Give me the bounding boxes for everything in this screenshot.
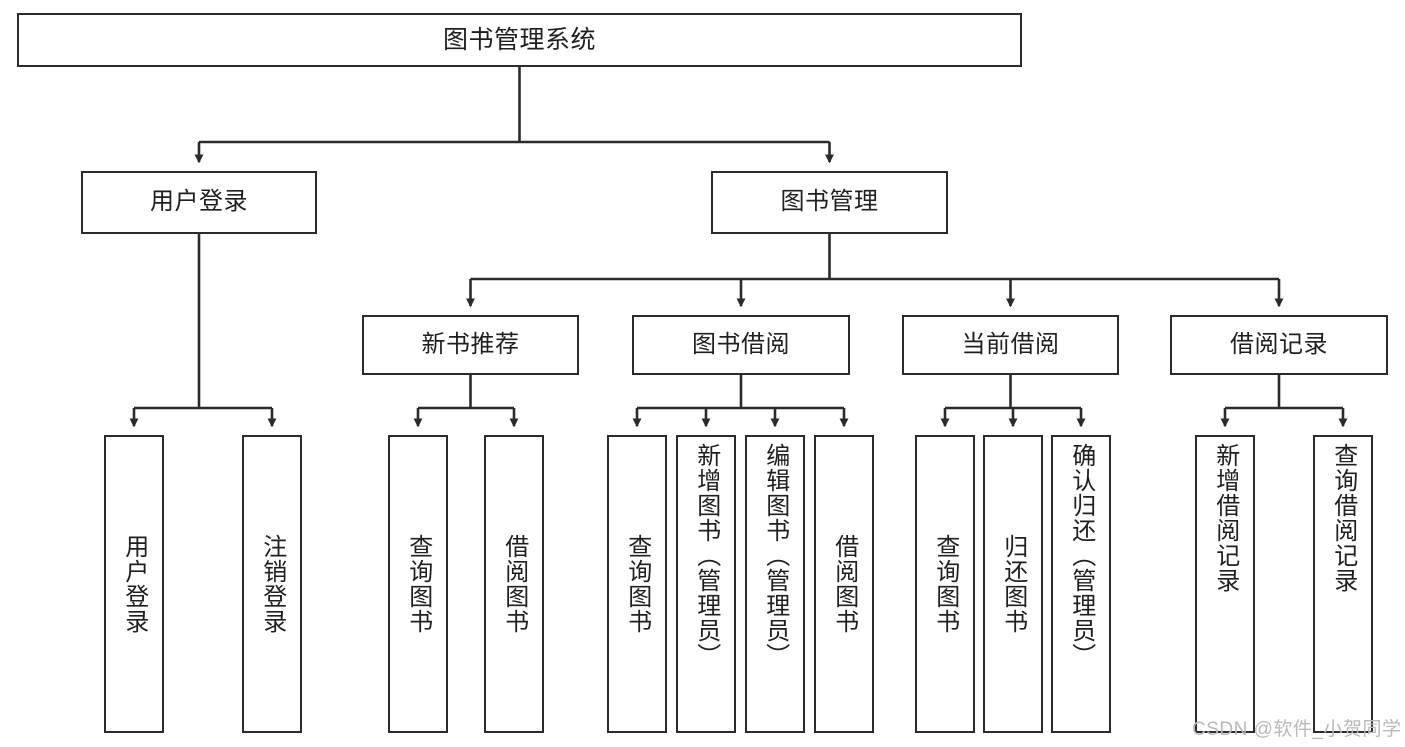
node-leaf-current-return-book[interactable]: 归还图书 — [983, 435, 1043, 733]
node-leaf-record-add[interactable]: 新增借阅记录 — [1195, 435, 1255, 733]
node-label: 用户登录 — [120, 534, 148, 634]
node-root-system[interactable]: 图书管理系统 — [17, 13, 1022, 67]
node-label: 借阅记录 — [1230, 330, 1328, 358]
node-label: 查询借阅记录 — [1329, 443, 1357, 593]
node-label: 当前借阅 — [961, 330, 1060, 358]
node-leaf-borrow-add-book[interactable]: 新增图书（管理员） — [676, 435, 736, 733]
node-leaf-current-confirm-return[interactable]: 确认归还（管理员） — [1051, 435, 1111, 733]
node-label: 图书管理系统 — [442, 26, 596, 54]
node-label: 图书借阅 — [692, 330, 790, 358]
node-borrow-record[interactable]: 借阅记录 — [1170, 315, 1388, 375]
node-leaf-user-login[interactable]: 用户登录 — [104, 435, 164, 733]
node-label: 注销登录 — [258, 534, 286, 634]
node-label: 确认归还（管理员） — [1067, 443, 1095, 668]
node-leaf-record-query[interactable]: 查询借阅记录 — [1313, 435, 1373, 733]
node-leaf-current-query-book[interactable]: 查询图书 — [915, 435, 975, 733]
node-label: 图书管理 — [780, 188, 879, 216]
node-label: 查询图书 — [623, 534, 651, 634]
node-leaf-user-logout[interactable]: 注销登录 — [242, 435, 302, 733]
node-label: 新增借阅记录 — [1211, 443, 1239, 593]
node-leaf-rec-query-book[interactable]: 查询图书 — [388, 435, 448, 733]
node-new-book-recommend[interactable]: 新书推荐 — [362, 315, 579, 375]
node-leaf-borrow-edit-book[interactable]: 编辑图书（管理员） — [745, 435, 805, 733]
node-label: 用户登录 — [150, 188, 248, 216]
node-current-borrow[interactable]: 当前借阅 — [902, 315, 1119, 375]
node-leaf-borrow-query-book[interactable]: 查询图书 — [607, 435, 667, 733]
node-label: 借阅图书 — [830, 534, 858, 634]
node-label: 借阅图书 — [500, 534, 528, 634]
node-leaf-rec-borrow-book[interactable]: 借阅图书 — [484, 435, 544, 733]
node-label: 查询图书 — [931, 534, 959, 634]
node-leaf-borrow-borrow-book[interactable]: 借阅图书 — [814, 435, 874, 733]
node-book-borrow[interactable]: 图书借阅 — [632, 315, 850, 375]
node-label: 查询图书 — [404, 534, 432, 634]
node-user-login[interactable]: 用户登录 — [81, 171, 317, 234]
node-book-management[interactable]: 图书管理 — [711, 171, 948, 234]
node-label: 新书推荐 — [421, 330, 520, 358]
node-label: 新增图书（管理员） — [692, 443, 720, 668]
node-label: 编辑图书（管理员） — [761, 443, 789, 668]
node-label: 归还图书 — [999, 534, 1027, 634]
